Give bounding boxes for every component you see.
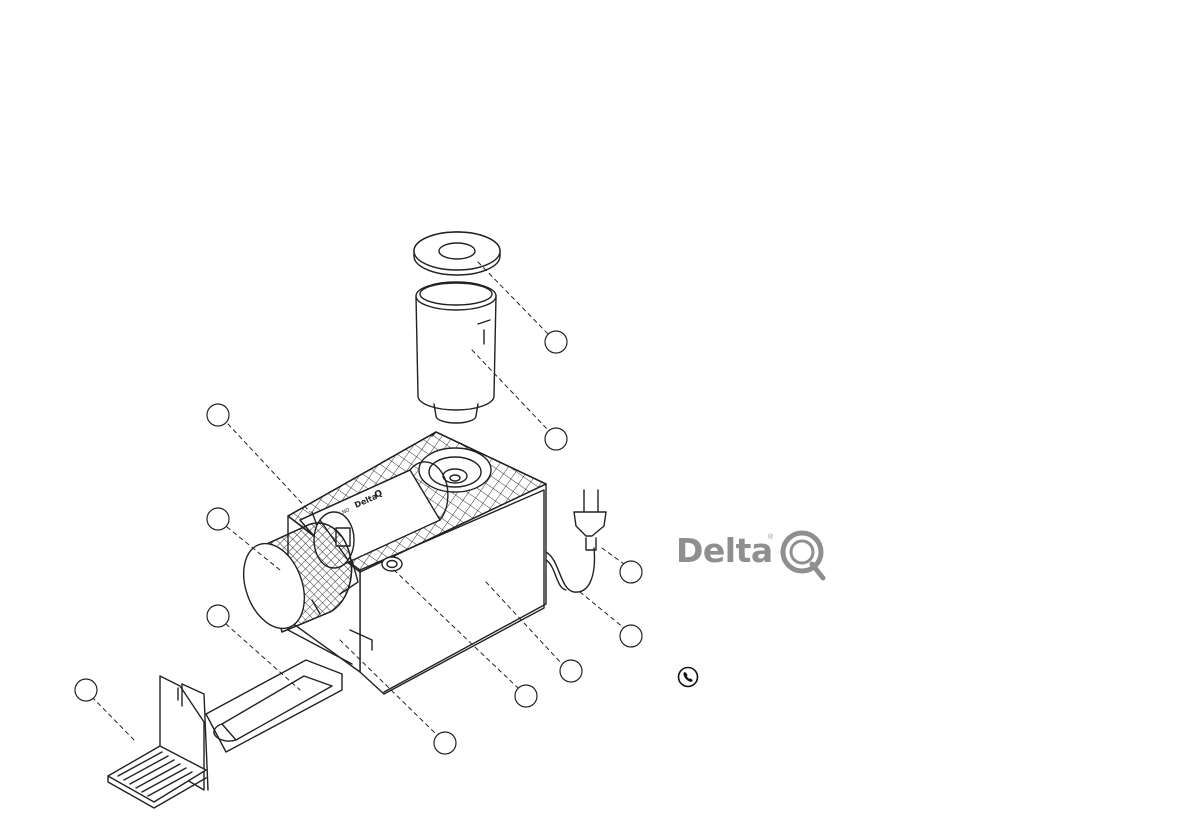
callout-2 bbox=[545, 428, 567, 450]
callout-1 bbox=[545, 331, 567, 353]
callout-4 bbox=[207, 508, 229, 530]
callout-7 bbox=[434, 732, 456, 754]
delta-q-logo: Delta ® bbox=[676, 528, 836, 584]
drip-tray bbox=[206, 660, 342, 752]
power-cord bbox=[546, 490, 606, 592]
tank-lid bbox=[414, 232, 500, 275]
logo-wordmark: Delta bbox=[676, 534, 773, 567]
callout-5 bbox=[207, 605, 229, 627]
q-mark-icon bbox=[779, 528, 829, 582]
callout-6 bbox=[75, 679, 97, 701]
callout-8 bbox=[515, 685, 537, 707]
water-tank bbox=[416, 282, 496, 423]
drip-grid bbox=[108, 676, 208, 808]
registered-mark: ® bbox=[768, 534, 773, 541]
callout-3 bbox=[207, 404, 229, 426]
phone-icon bbox=[677, 666, 699, 688]
callout-9 bbox=[560, 660, 582, 682]
callout-10 bbox=[620, 625, 642, 647]
callout-11 bbox=[620, 561, 642, 583]
